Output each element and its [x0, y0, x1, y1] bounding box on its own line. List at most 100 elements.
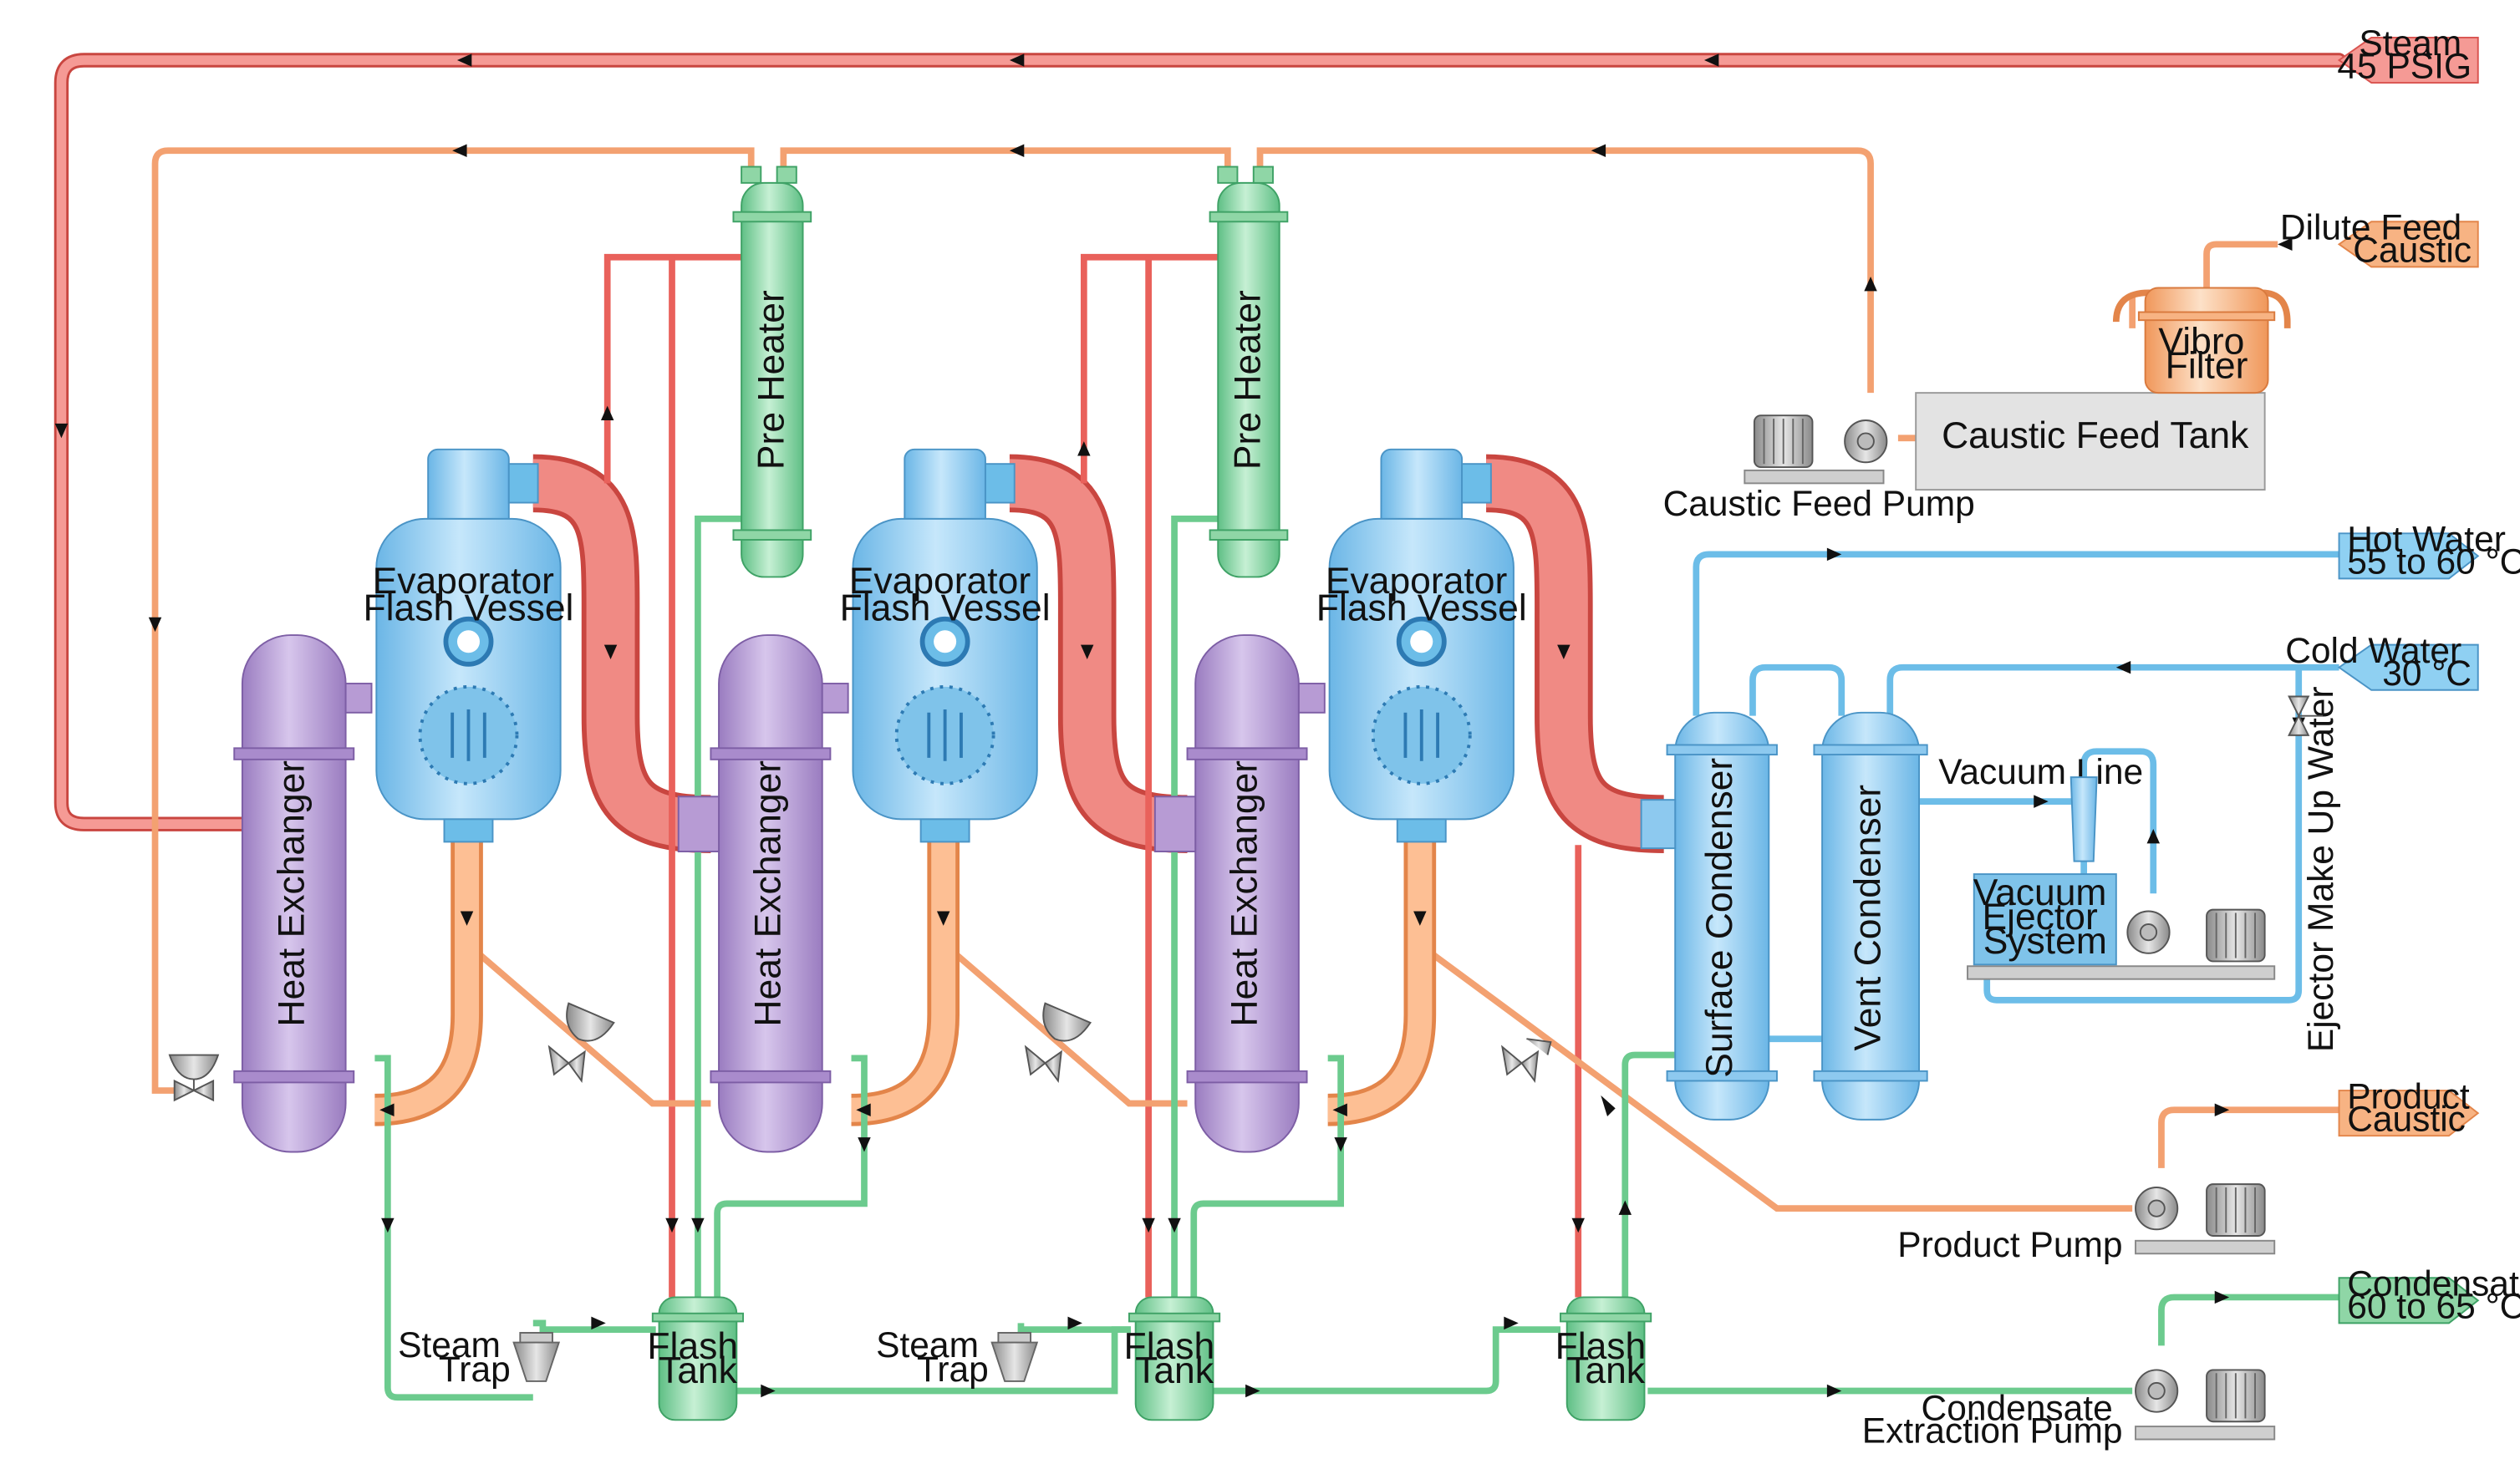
dilute-terminal-line1: Dilute Feed [2280, 209, 2461, 248]
dilute-terminal-line2: Caustic [2353, 231, 2472, 271]
pre-heater-label: Pre Heater [1228, 290, 1269, 470]
heat-exchanger-1: Heat Exchanger [233, 634, 373, 1153]
steam-trap-label-line1: Steam [398, 1326, 501, 1365]
product-line2: Caustic [2347, 1100, 2466, 1139]
flash-tank-2: Flash Tank [1124, 1296, 1225, 1421]
svg-text:Vacuum Ejector Sys: Vacuum Ejector System [1973, 872, 2117, 962]
ejector-label-line1: Vacuum [1973, 872, 2107, 913]
heat-exchanger-label: Heat Exchanger [271, 760, 312, 1027]
pre-heater-1: Pre Heater [732, 165, 812, 578]
evaporator-flash-vessel-1: Evaporator Flash Vessel [364, 448, 574, 843]
vent-condenser-label: Vent Condenser [1848, 785, 1889, 1051]
product-pump: Product Pump [1897, 1183, 2276, 1265]
vessel-label-line1: Evaporator [1326, 561, 1508, 602]
hot-water-line2: 55 to 60 °C [2347, 543, 2520, 582]
product-pump-label: Product Pump [1897, 1226, 2122, 1265]
hot-water-line1: Hot Water [2347, 521, 2506, 560]
pre-heater-2: Pre Heater [1209, 165, 1289, 578]
water-lines [1693, 551, 2339, 1043]
svg-text:Evaporator Flash Vessel: Evaporator Flash Vessel [364, 561, 574, 629]
vessel-label-line2: Flash Vessel [840, 588, 1051, 629]
terminal-hot-water: Hot Water 55 to 60 °C [2338, 521, 2520, 582]
svg-text:Vibro Filter: Vibro Filter [2158, 322, 2254, 387]
condensate-pump-label-line2: Extraction Pump [1862, 1411, 2123, 1451]
surface-condenser-label: Surface Condenser [1699, 758, 1740, 1078]
caustic-feed-tank: Caustic Feed Tank [1915, 392, 2266, 491]
control-valve-icon [1500, 1038, 1552, 1084]
vibro-filter-label-line2: Filter [2166, 346, 2248, 387]
flash-tank-1: Flash Tank [647, 1296, 748, 1421]
flash-tank-label-line1: Flash [1124, 1326, 1215, 1367]
ejector-label-line2: Ejector [1982, 897, 2098, 938]
steam-main-line [53, 53, 2347, 831]
vessel-label-line2: Flash Vessel [364, 588, 574, 629]
svg-text:Flash Tank: Flash Tank [1124, 1326, 1225, 1391]
heat-exchanger-label: Heat Exchanger [1224, 760, 1265, 1027]
ejector-makeup-label: Ejector Make Up Water [2302, 686, 2341, 1052]
heat-exchanger-label: Heat Exchanger [747, 760, 788, 1027]
product-line1: Product [2347, 1077, 2470, 1116]
control-valve-icon [168, 1054, 220, 1102]
svg-text:Steam Trap: Steam Trap [876, 1326, 989, 1390]
terminal-product-caustic: Product Caustic [2338, 1077, 2480, 1139]
flash-tank-3: Flash Tank [1555, 1296, 1657, 1421]
vessel-label-line2: Flash Vessel [1316, 588, 1527, 629]
steam-trap-label-line2: Trap [439, 1350, 511, 1390]
svg-text:Cold Water 30 °C: Cold Water 30 °C [2285, 632, 2472, 694]
water-valve-icon [2288, 695, 2324, 736]
steam-trap-1: Steam Trap [398, 1326, 561, 1390]
steam-terminal-line2: 45 PSIG [2337, 47, 2472, 86]
terminal-dilute-feed: Dilute Feed Caustic [2280, 209, 2479, 271]
svg-text:Flash Tank: Flash Tank [1555, 1326, 1657, 1391]
vessel-label-line1: Evaporator [849, 561, 1031, 602]
flash-tank-label-line2: Tank [1135, 1350, 1214, 1391]
svg-text:Dilute Feed Caustic: Dilute Feed Caustic [2280, 209, 2472, 271]
caustic-feed-pump-label: Caustic Feed Pump [1663, 485, 1975, 524]
flash-tank-label-line2: Tank [659, 1350, 738, 1391]
vessel-label-line1: Evaporator [373, 561, 555, 602]
evaporator-flash-vessel-3: Evaporator Flash Vessel [1316, 448, 1527, 843]
vacuum-line-label: Vacuum Line [1938, 753, 2143, 792]
svg-text:Flash Tank: Flash Tank [647, 1326, 748, 1391]
flash-tank-label-line1: Flash [647, 1326, 738, 1367]
vent-condenser: Vent Condenser [1813, 711, 1928, 1121]
steam-terminal-line1: Steam [2359, 24, 2461, 64]
heat-exchanger-3: Heat Exchanger [1153, 634, 1326, 1153]
svg-text:Steam 45 PSIG: Steam 45 PSIG [2337, 24, 2472, 86]
svg-text:Evaporator Flash Vessel: Evaporator Flash Vessel [1316, 561, 1527, 629]
caustic-return-loops [374, 841, 1437, 1126]
pre-heater-label: Pre Heater [751, 290, 792, 470]
condensate-line1: Condensate [2347, 1265, 2520, 1304]
svg-text:Evaporator Flash Vessel: Evaporator Flash Vessel [840, 561, 1051, 629]
caustic-feed-pump: Caustic Feed Pump [1663, 414, 1975, 524]
condensate-line2: 60 to 65 °C [2347, 1288, 2520, 1327]
steam-trap-label-line2: Trap [917, 1350, 989, 1390]
terminal-cold-water: Cold Water 30 °C [2285, 632, 2479, 694]
vapor-pipes [532, 454, 1665, 853]
svg-text:Steam Trap: Steam Trap [398, 1326, 511, 1390]
svg-text:Condensate Extraction Pu: Condensate Extraction Pump [1862, 1389, 2123, 1451]
cold-water-line1: Cold Water [2285, 632, 2461, 671]
vibro-filter-label-line1: Vibro [2158, 322, 2244, 363]
flash-tank-label-line2: Tank [1566, 1350, 1646, 1391]
vibro-filter: Vibro Filter [2112, 287, 2291, 394]
control-valve-icon [547, 1002, 615, 1084]
condensate-extraction-pump: Condensate Extraction Pump [1862, 1369, 2276, 1451]
vacuum-ejector-system: Vacuum Ejector System [1967, 776, 2276, 980]
caustic-feed-tank-label: Caustic Feed Tank [1942, 415, 2249, 456]
condensate-lines [374, 516, 2339, 1401]
surface-condenser: Surface Condenser [1640, 711, 1778, 1121]
flash-tank-label-line1: Flash [1555, 1326, 1647, 1367]
terminal-condensate: Condensate 60 to 65 °C [2338, 1265, 2520, 1327]
heat-exchanger-2: Heat Exchanger [677, 634, 849, 1153]
caustic-lines [151, 147, 2339, 1212]
control-valve-icon [1024, 1002, 1092, 1084]
ejector-label-line3: System [1983, 921, 2107, 962]
evaporator-flash-vessel-2: Evaporator Flash Vessel [840, 448, 1051, 843]
steam-trap-2: Steam Trap [876, 1326, 1039, 1390]
terminal-steam: Steam 45 PSIG [2337, 24, 2479, 86]
cold-water-line2: 30 °C [2382, 654, 2472, 694]
condensate-pump-label-line1: Condensate [1922, 1389, 2113, 1428]
steam-trap-label-line1: Steam [876, 1326, 979, 1365]
